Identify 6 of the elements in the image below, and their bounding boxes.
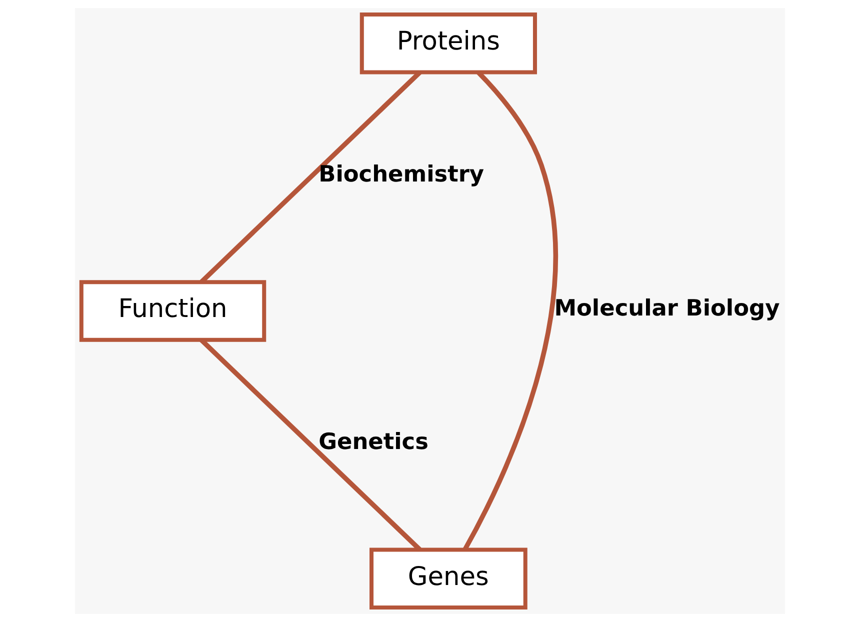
edge-label: Molecular Biology bbox=[554, 295, 780, 322]
node-box: Function bbox=[79, 280, 266, 342]
node-box: Genes bbox=[370, 548, 528, 610]
edge-label: Biochemistry bbox=[318, 162, 484, 188]
edge-label: Genetics bbox=[318, 429, 428, 456]
node-box: Proteins bbox=[360, 12, 537, 74]
